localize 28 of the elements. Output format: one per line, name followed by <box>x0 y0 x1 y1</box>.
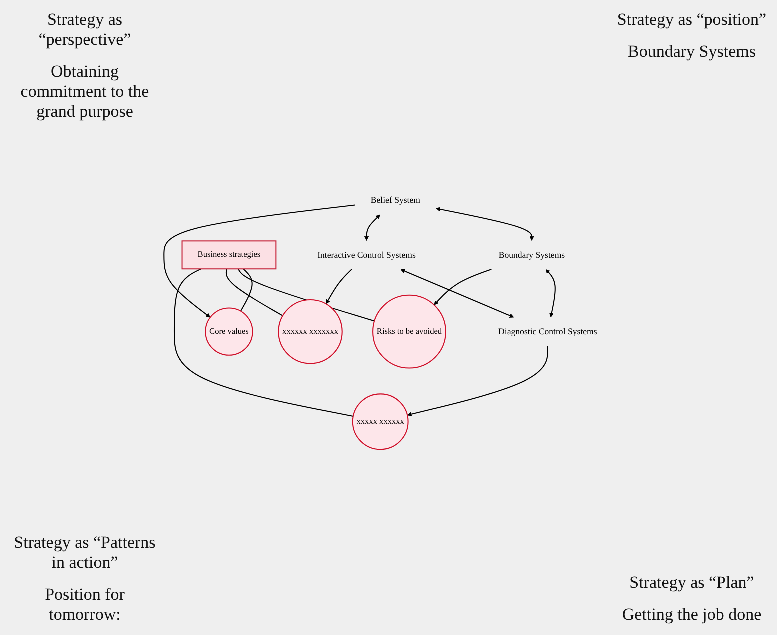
node-text: Boundary Systems <box>498 250 566 260</box>
arrow <box>364 214 381 241</box>
arrow <box>326 268 352 304</box>
annotation-text: Strategy as “position” <box>617 10 767 30</box>
connector <box>226 268 284 316</box>
node-text: Interactive Control Systems <box>318 250 416 260</box>
arrow <box>546 269 556 318</box>
node-text: Diagnostic Control Systems <box>498 326 598 336</box>
annotation-text: Getting the job done <box>621 605 763 625</box>
arrow <box>436 206 534 241</box>
node-circle: xxxxx xxxxxx <box>352 393 409 450</box>
node-circle: xxxxxx xxxxxxx <box>278 299 343 364</box>
arrow <box>164 204 356 318</box>
annotation-text: Strategy as “Patterns in action” <box>13 533 157 573</box>
node-text: Belief System <box>370 195 421 205</box>
connector <box>240 268 253 312</box>
node-circle: Risks to be avoided <box>372 294 446 368</box>
connector <box>174 268 354 417</box>
arrow <box>400 268 514 318</box>
arrow <box>434 268 492 305</box>
node-box: Business strategies <box>182 240 277 270</box>
annotation-text: Strategy as “Plan” <box>628 573 756 593</box>
annotation-text: Strategy as “perspective” <box>38 10 132 50</box>
arrow <box>407 346 548 416</box>
annotation-text: Obtaining commitment to the grand purpose <box>20 62 150 122</box>
annotation-text: Boundary Systems <box>627 42 757 62</box>
annotation-text: Position for tomorrow: <box>44 585 126 625</box>
node-circle: Core values <box>205 307 254 356</box>
